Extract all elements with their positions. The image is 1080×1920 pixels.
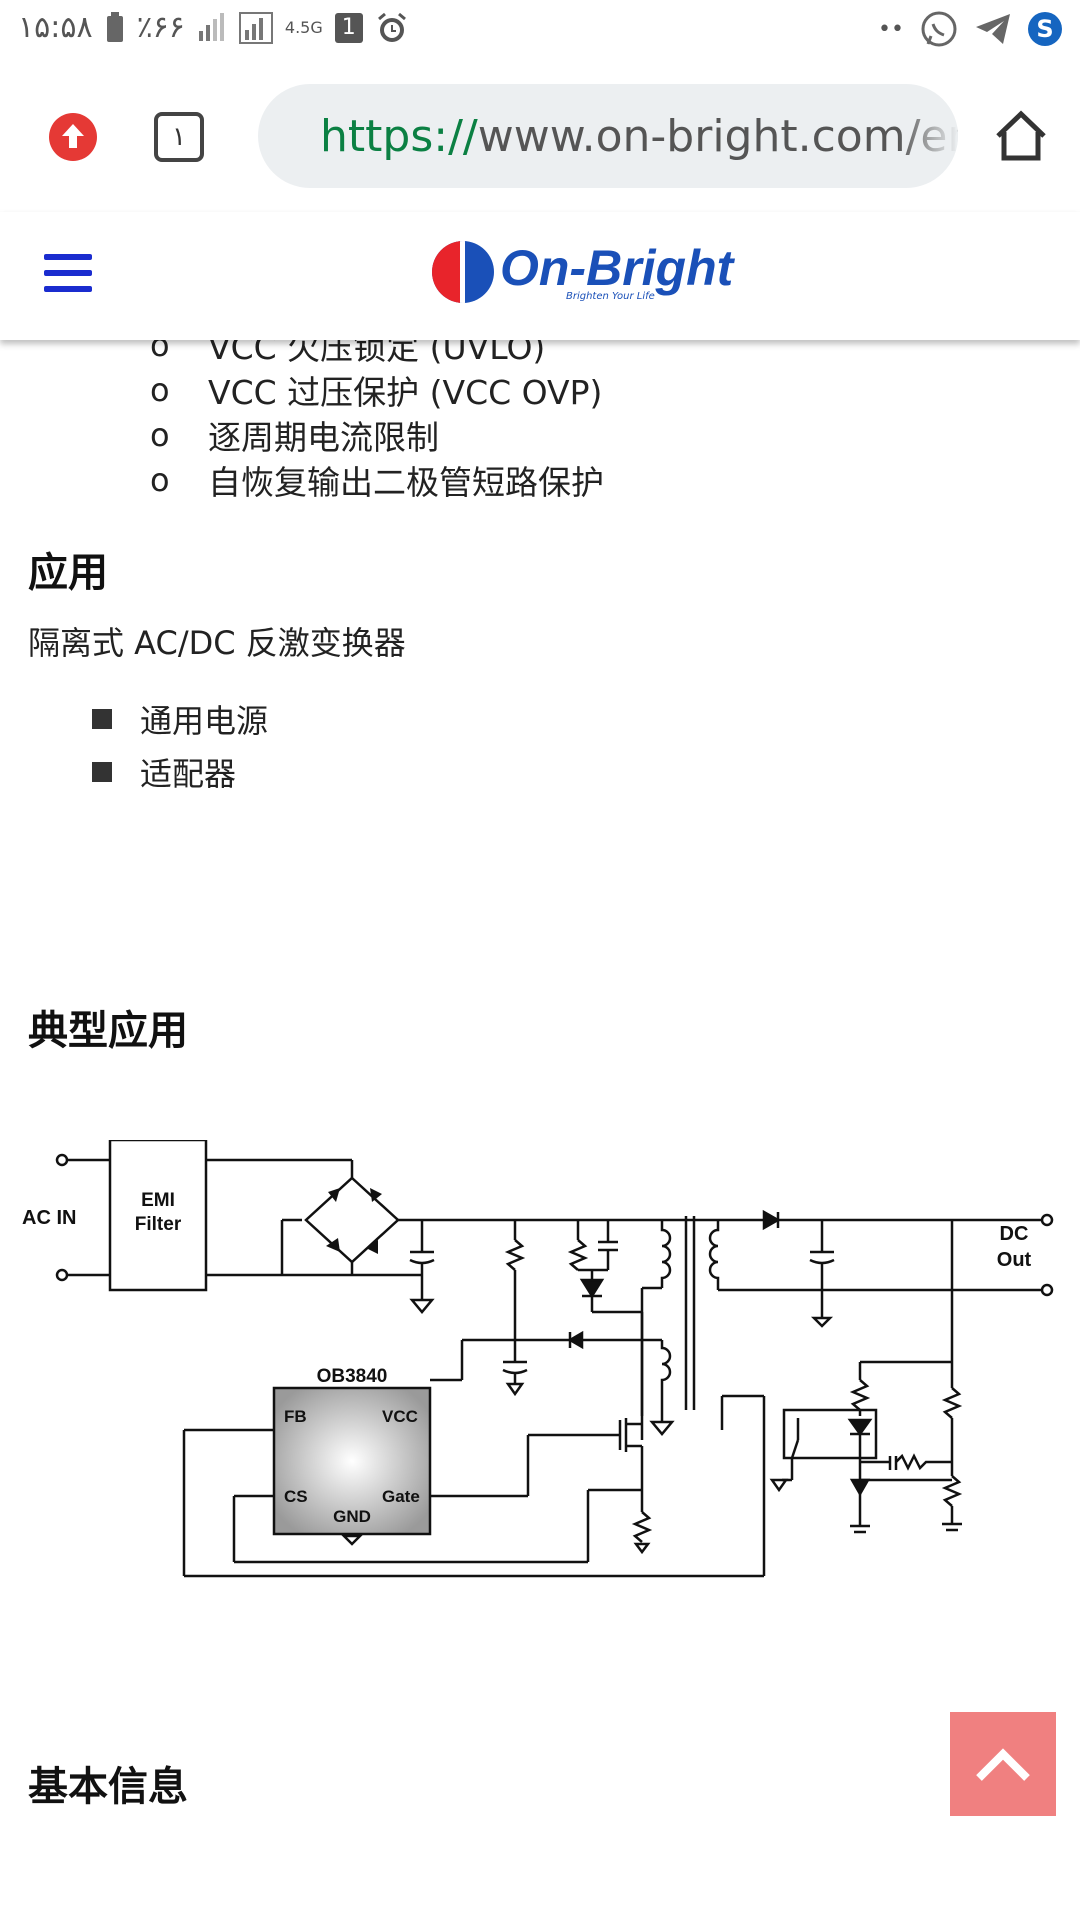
label-filter: Filter <box>135 1214 182 1235</box>
telegram-icon <box>976 14 1010 44</box>
applications-heading: 应用 <box>28 550 108 596</box>
logo-tagline: Brighten Your Life <box>566 290 655 302</box>
app-s-icon: S <box>1028 12 1062 46</box>
status-bar: ۱۵:۵۸ ٪۶۶ 4.5G 1 •• S <box>0 0 1080 64</box>
circuit-diagram: AC IN EMI Filter OB3840 FB VCC CS Gate G… <box>22 1140 1054 1578</box>
site-header: On-Bright Brighten Your Life <box>0 212 1080 340</box>
network-type: 4.5G <box>284 18 323 37</box>
clock: ۱۵:۵۸ <box>18 10 93 45</box>
url-fade <box>898 84 958 188</box>
upload-arrow-icon <box>49 113 97 161</box>
battery-icon <box>106 11 123 42</box>
update-button[interactable] <box>48 112 98 162</box>
list-item: 适配器 <box>92 745 268 798</box>
label-dc: DC <box>1000 1223 1029 1245</box>
label-fb: FB <box>284 1407 307 1426</box>
label-ac-in: AC IN <box>22 1207 76 1229</box>
square-bullet-icon <box>92 761 112 782</box>
back-to-top-button[interactable] <box>950 1712 1056 1816</box>
label-vcc: VCC <box>382 1407 418 1426</box>
alarm-icon <box>377 12 406 42</box>
more-dots: •• <box>878 16 904 42</box>
applications-description: 隔离式 AC/DC 反激变换器 <box>28 624 406 662</box>
tab-count: ۱ <box>172 122 186 152</box>
label-cs: CS <box>284 1487 308 1506</box>
url-bar[interactable]: https://www.on-bright.com/en/ <box>258 84 958 188</box>
typical-application-heading: 典型应用 <box>28 1008 188 1054</box>
menu-bar-icon <box>44 254 92 260</box>
chevron-up-icon <box>976 1748 1030 1781</box>
square-bullet-icon <box>92 708 112 729</box>
applications-list: 通用电源 适配器 <box>92 692 268 798</box>
url-host: www.on-bright.com/en/ <box>477 110 958 162</box>
url-scheme: https:// <box>320 110 478 162</box>
menu-button[interactable] <box>44 254 92 294</box>
label-gate: Gate <box>382 1487 420 1506</box>
menu-bar-icon <box>44 270 92 276</box>
label-gnd: GND <box>333 1507 371 1526</box>
battery-percent: ٪۶۶ <box>136 10 185 45</box>
tab-switcher-button[interactable]: ۱ <box>154 112 204 162</box>
url-text: https://www.on-bright.com/en/ <box>320 111 958 162</box>
signal-icon <box>198 12 224 41</box>
sim-badge: 1 <box>334 12 363 43</box>
basic-info-heading: 基本信息 <box>28 1764 188 1810</box>
label-emi: EMI <box>141 1190 175 1211</box>
label-out: Out <box>997 1249 1032 1271</box>
logo-text: On-Bright <box>500 239 734 296</box>
signal-box-icon <box>238 11 273 44</box>
label-chip: OB3840 <box>317 1366 388 1387</box>
menu-bar-icon <box>44 286 92 292</box>
whatsapp-icon <box>921 11 957 47</box>
home-icon <box>996 110 1046 161</box>
list-item: 通用电源 <box>92 692 268 745</box>
home-button[interactable] <box>994 110 1048 162</box>
logo-mark-icon <box>432 241 494 303</box>
site-logo[interactable]: On-Bright Brighten Your Life <box>430 234 733 310</box>
